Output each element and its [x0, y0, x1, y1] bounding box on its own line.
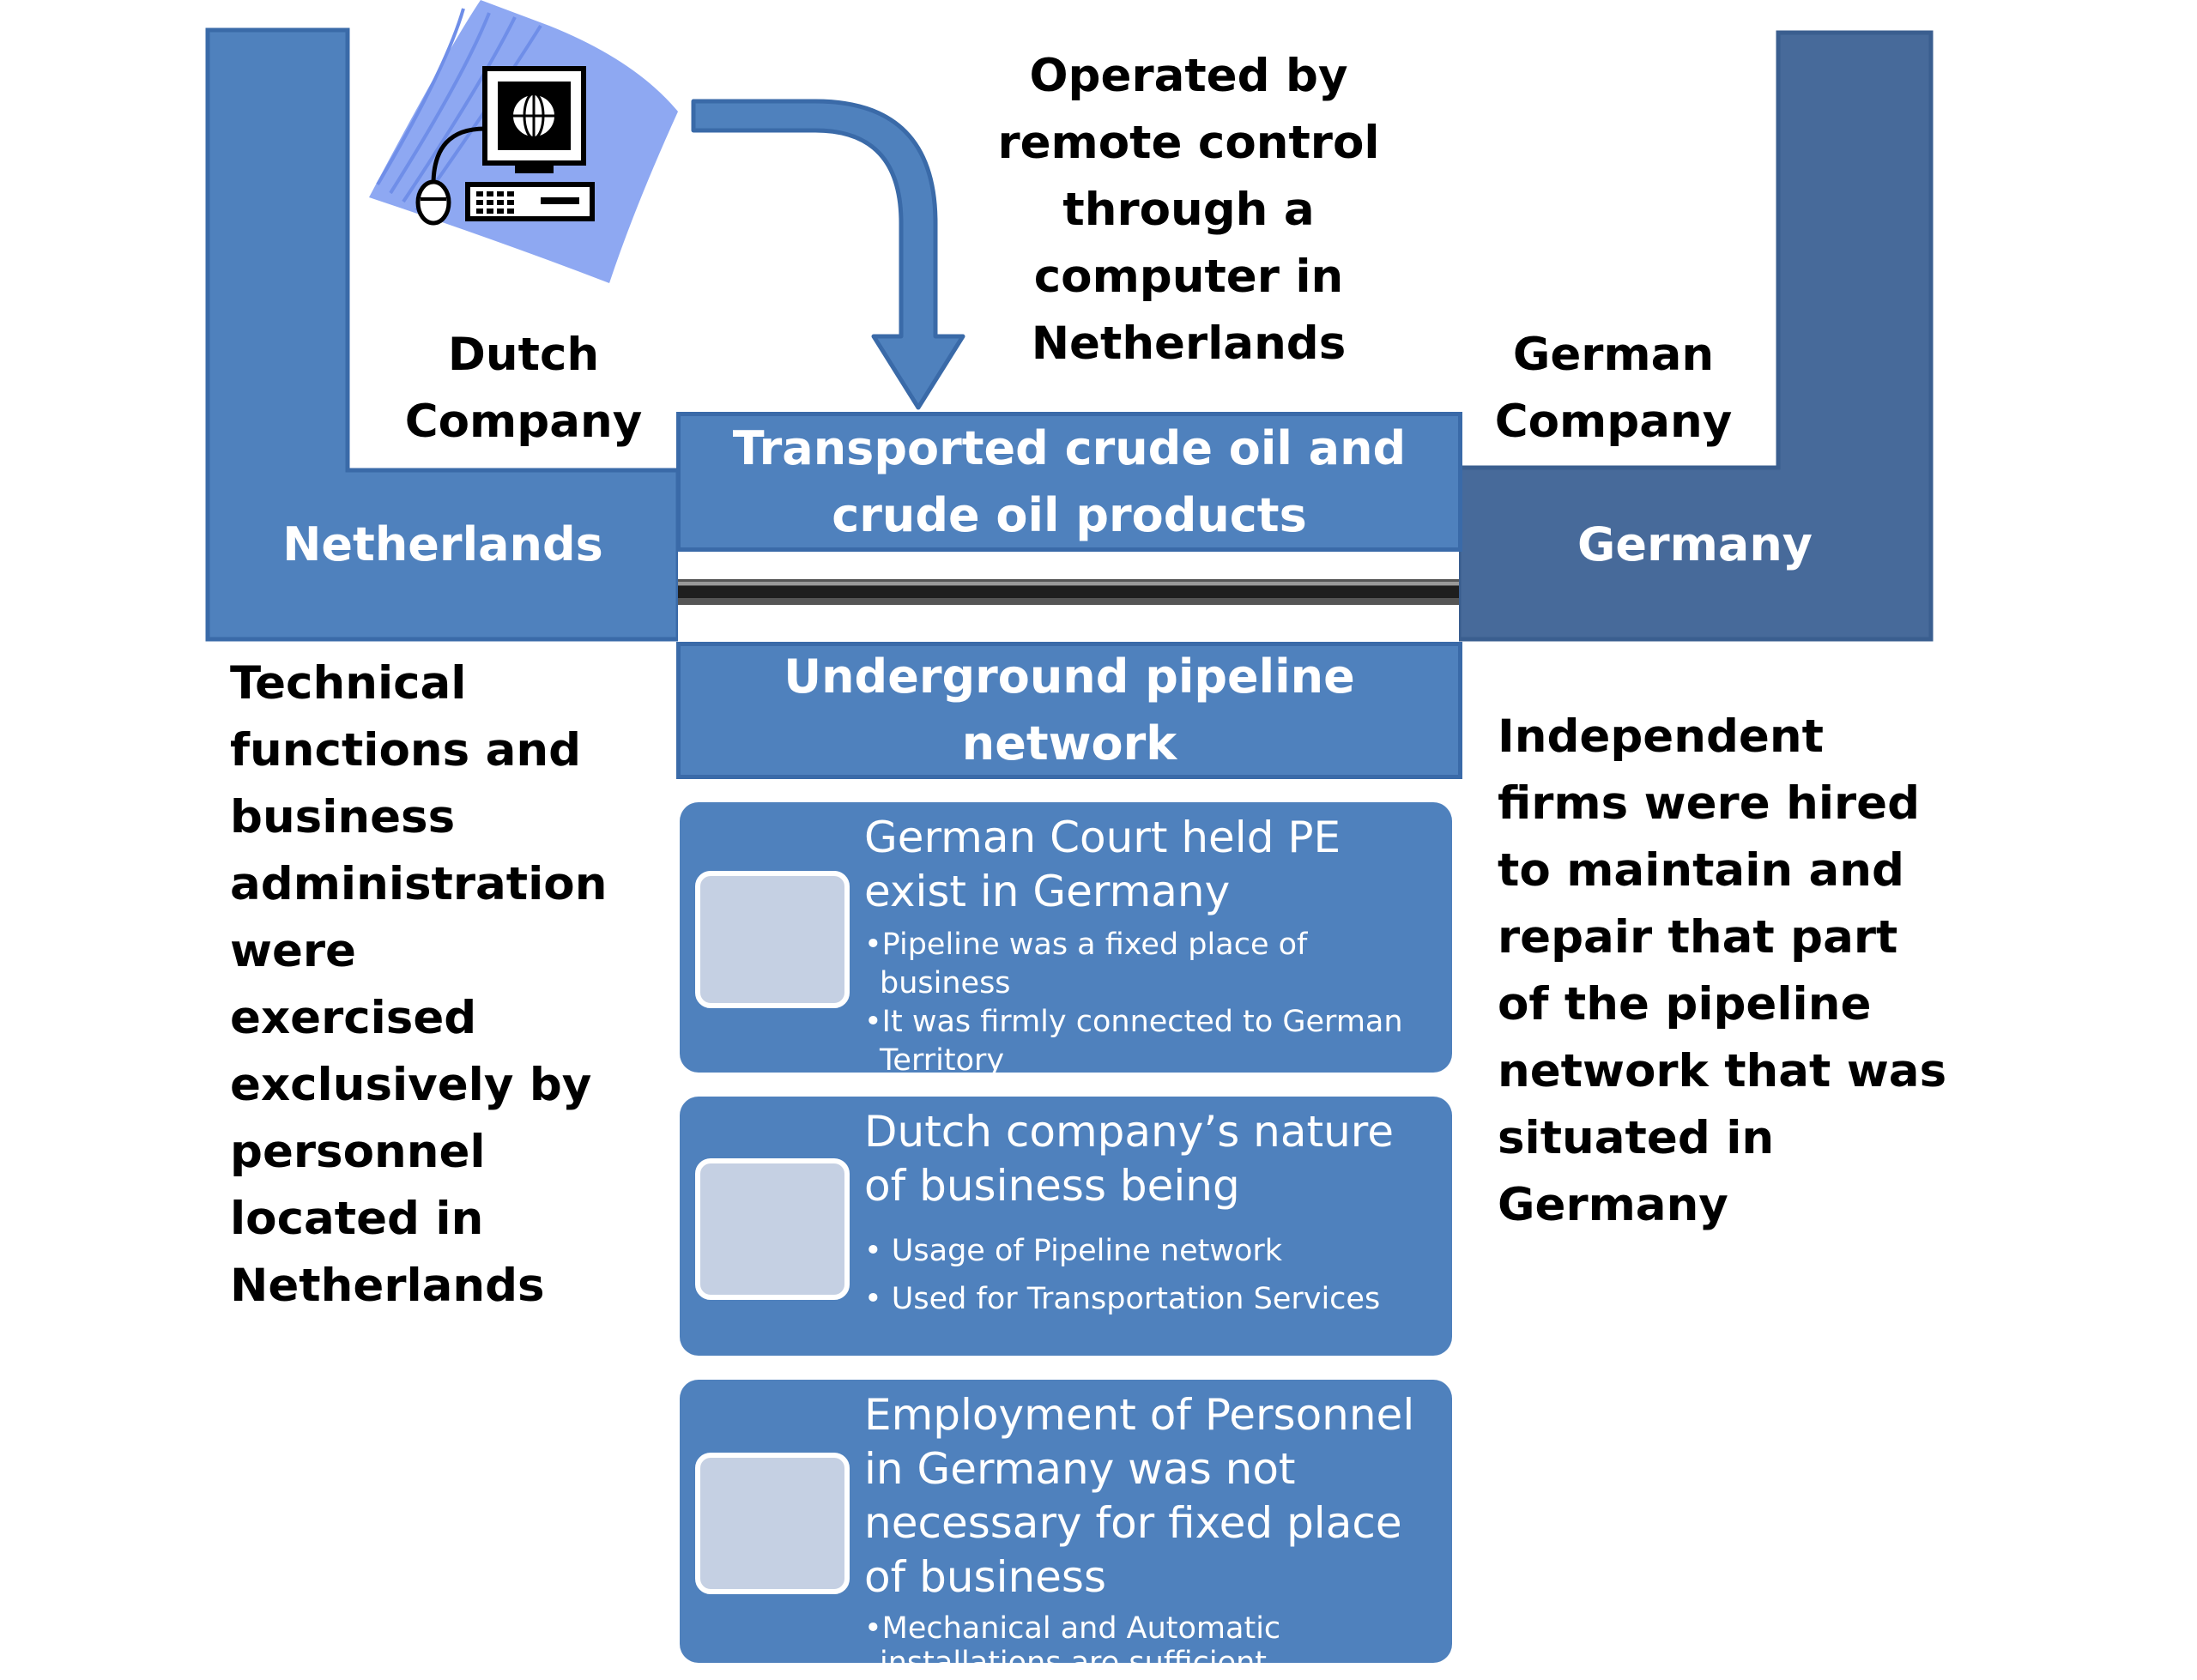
- underground-pipeline-text: Underground pipeline network: [784, 650, 1355, 771]
- card-thumbnail: [695, 1453, 850, 1594]
- card-bullets: • Usage of Pipeline network • Used for T…: [864, 1227, 1435, 1323]
- netherlands-label: Netherlands: [282, 517, 603, 571]
- left-note: Technical functions and business adminis…: [230, 657, 608, 1312]
- card-employment-personnel: Employment of Personnel in Germany was n…: [680, 1380, 1452, 1680]
- dutch-company-label: Dutch Company: [404, 329, 643, 448]
- card-bullets: •Mechanical and Automatic installations …: [864, 1611, 1435, 1680]
- germany-label: Germany: [1577, 517, 1813, 571]
- card-nature-of-business: Dutch company’s nature of business being…: [680, 1097, 1452, 1356]
- card-pe-exist: German Court held PE exist in Germany •P…: [680, 802, 1452, 1078]
- transported-oil-box: Transported crude oil and crude oil prod…: [676, 412, 1462, 552]
- card-bullets: •Pipeline was a fixed place of business …: [864, 926, 1435, 1080]
- card-bullet: • Usage of Pipeline network: [864, 1234, 1283, 1268]
- transported-oil-text: Transported crude oil and crude oil prod…: [732, 420, 1407, 542]
- card-heading: Employment of Personnel in Germany was n…: [864, 1390, 1415, 1602]
- card-heading: Dutch company’s nature of business being: [864, 1107, 1394, 1211]
- german-company-label: German Company: [1494, 329, 1733, 448]
- card-thumbnail: [695, 1158, 850, 1300]
- underground-pipeline-box: Underground pipeline network: [676, 642, 1462, 779]
- card-thumbnail: [695, 871, 850, 1008]
- remote-control-label: Operated by remote control through a com…: [997, 50, 1380, 370]
- curved-arrow-icon: [691, 99, 965, 410]
- card-bullet: •It was firmly connected to German Terri…: [864, 1005, 1403, 1078]
- computer-icon: [369, 0, 678, 283]
- right-note: Independent firms were hired to maintain…: [1498, 710, 1947, 1231]
- card-bullet: •Pipeline was a fixed place of business: [864, 928, 1308, 1000]
- card-bullet: •Mechanical and Automatic installations …: [864, 1611, 1281, 1680]
- card-heading: German Court held PE exist in Germany: [864, 813, 1341, 916]
- pipeline: [678, 549, 1459, 644]
- card-bullet: • Used for Transportation Services: [864, 1282, 1381, 1316]
